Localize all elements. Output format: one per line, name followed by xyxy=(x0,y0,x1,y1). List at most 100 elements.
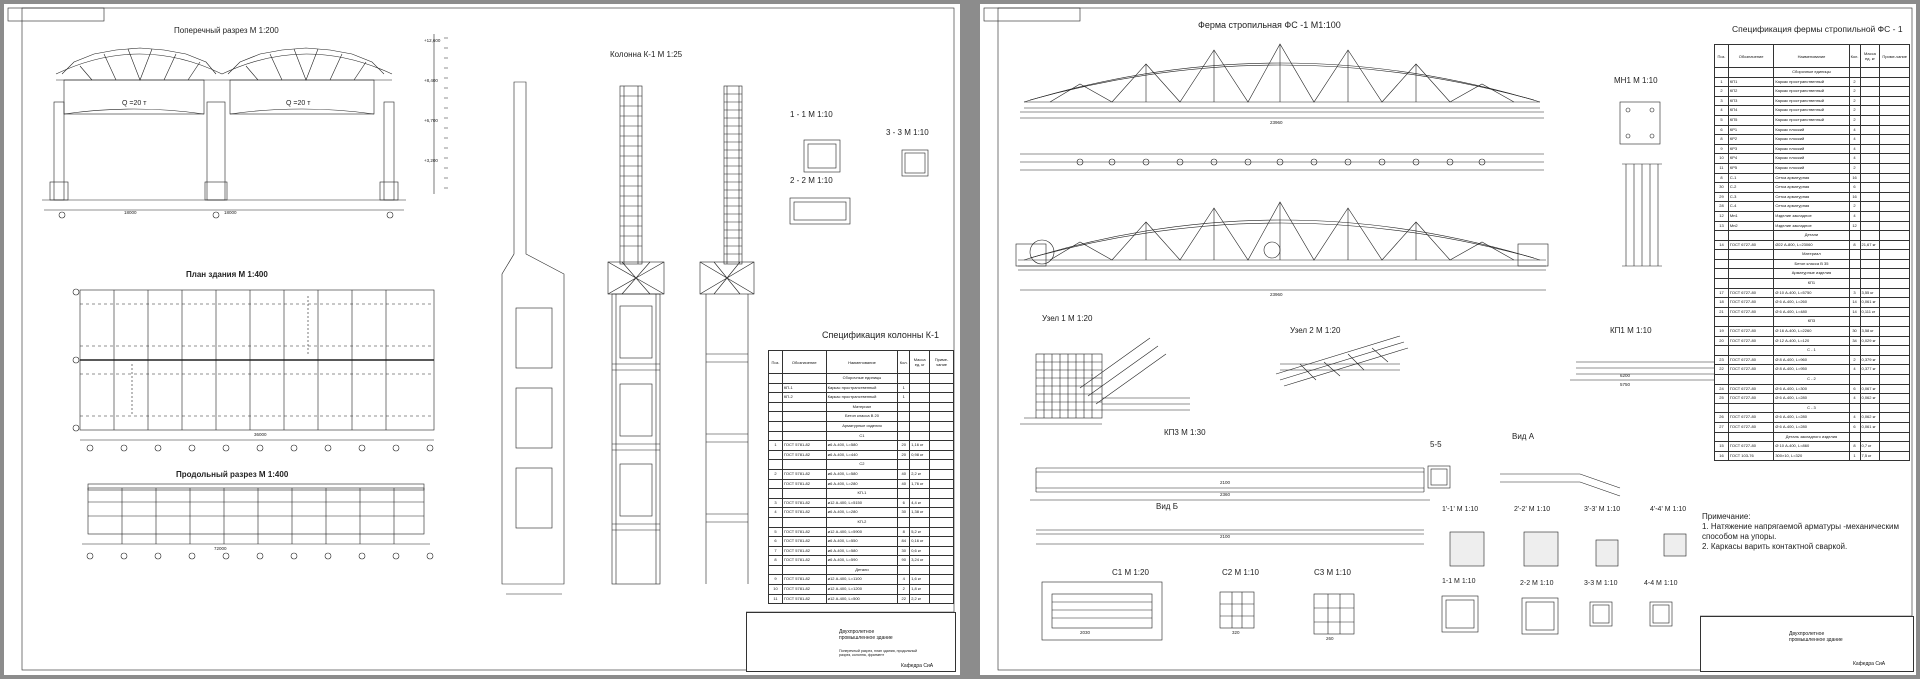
table-cell: ГОСТ 5781-82 xyxy=(781,593,827,605)
table-cell: 8 xyxy=(897,526,911,538)
table-cell xyxy=(1879,345,1910,356)
table-cell xyxy=(768,430,783,442)
table-cell: КП5 xyxy=(1727,114,1775,126)
table-cell xyxy=(1879,412,1910,423)
table-cell xyxy=(1727,230,1775,241)
table-cell: 2 xyxy=(1848,354,1861,366)
table-cell xyxy=(1714,230,1729,241)
table-cell xyxy=(1879,220,1910,232)
table-cell: 4 xyxy=(1848,143,1861,155)
table-cell xyxy=(1879,239,1910,251)
table-cell xyxy=(1859,153,1881,164)
section-4p-title: 4'-4' М 1:10 xyxy=(1650,506,1687,513)
table-cell: 20 xyxy=(897,440,911,451)
svg-text:+12,600: +12,600 xyxy=(424,38,441,43)
table-cell: 1,8 кг xyxy=(909,584,931,595)
table-cell xyxy=(1859,278,1881,289)
table-cell: Изделие закладное xyxy=(1773,220,1850,232)
table-cell: Арматурные изделия xyxy=(1773,268,1850,280)
table-cell: 5 xyxy=(768,526,783,538)
table-cell: 9 xyxy=(1714,143,1729,155)
drawing-sheet-right: 23960 23960 6200 5750 2100 2360 2100 203… xyxy=(980,4,1916,675)
table-cell: Изделие закладное xyxy=(1773,210,1850,222)
section-3-3-title: 3-3 М 1:10 xyxy=(1584,580,1618,587)
table-cell xyxy=(1727,431,1775,443)
table-cell: Каркас плоский xyxy=(1773,134,1850,145)
table-cell xyxy=(1848,374,1861,385)
table-cell xyxy=(768,382,783,394)
table-cell xyxy=(909,430,931,442)
table-cell: КР4 xyxy=(1727,153,1775,164)
table-cell: Каркас пространственный xyxy=(825,382,899,394)
table-cell: ГОСТ 6727-80 xyxy=(1727,297,1775,308)
vid-a-title: Вид А xyxy=(1512,432,1535,441)
table-cell: ГОСТ 5781-82 xyxy=(781,536,827,547)
table-cell xyxy=(1879,450,1910,462)
table-cell xyxy=(1879,95,1910,107)
table-cell xyxy=(1859,374,1881,385)
table-cell: КР3 xyxy=(1727,143,1775,155)
table-cell xyxy=(929,555,954,566)
table-cell: КП1 xyxy=(1773,278,1850,289)
table-cell xyxy=(1714,268,1729,280)
table-cell: С - 1 xyxy=(1773,345,1850,356)
table-cell xyxy=(909,488,931,499)
table-cell: 3,24 кг xyxy=(909,555,931,566)
table-cell xyxy=(1859,67,1881,78)
table-cell: ГОСТ 5781-82 xyxy=(781,478,827,490)
table-cell xyxy=(897,459,911,470)
spec-col-note: Приме-чание xyxy=(929,350,954,374)
table-cell: 4 xyxy=(1848,393,1861,404)
table-cell xyxy=(929,401,954,413)
table-cell: ГОСТ 5781-82 xyxy=(781,449,827,461)
table-cell xyxy=(1714,258,1729,270)
table-cell: 2 xyxy=(897,584,911,595)
table-cell: 12 xyxy=(1848,220,1861,232)
table-cell xyxy=(1727,374,1775,385)
svg-text:+3,200: +3,200 xyxy=(424,158,438,163)
table-cell: ГОСТ 6727-80 xyxy=(1727,287,1775,299)
table-cell: Ø 6 А-400, L=480 xyxy=(1773,306,1850,318)
table-cell: Материал xyxy=(825,401,899,413)
table-cell xyxy=(1879,354,1910,366)
table-cell xyxy=(1879,76,1910,88)
stamp-project-title-right: Двухпролетное промышленное здание xyxy=(1789,631,1843,643)
table-cell: 0,061 кг xyxy=(1859,297,1881,308)
table-cell: 4 xyxy=(1714,105,1729,116)
table-cell xyxy=(929,526,954,538)
table-cell: 90 xyxy=(897,555,911,566)
section-1-1-title: 1 - 1 М 1:10 xyxy=(790,110,833,119)
table-cell: Сетка арматурная xyxy=(1773,182,1850,193)
table-cell: 4 xyxy=(1848,210,1861,222)
table-cell: 34 xyxy=(1848,335,1861,347)
table-cell: 14 xyxy=(1848,297,1861,308)
table-cell xyxy=(897,411,911,422)
spec-header-row: Поз. Обозначение Наименование Кол. Масса… xyxy=(768,350,954,374)
table-cell: ø12 А-400, L=500 xyxy=(825,593,899,605)
table-cell: 4 xyxy=(1848,364,1861,375)
table-cell: 1 xyxy=(897,382,911,394)
table-cell: 1 xyxy=(897,392,911,403)
table-cell: 16 xyxy=(1848,191,1861,203)
svg-text:+6,700: +6,700 xyxy=(424,118,438,123)
table-cell: 1,6 кг xyxy=(909,574,931,586)
table-cell xyxy=(929,420,954,432)
title-block-left: Двухпролетное промышленное здание Попере… xyxy=(746,612,956,672)
table-cell xyxy=(1714,316,1729,328)
table-cell xyxy=(768,392,783,403)
table-cell xyxy=(1879,67,1910,78)
truss-spec-row: Сборочные единицы xyxy=(1714,67,1910,78)
table-cell xyxy=(1859,95,1881,107)
table-cell xyxy=(929,507,954,518)
table-cell: ГОСТ 6727-80 xyxy=(1727,326,1775,337)
table-cell xyxy=(909,459,931,470)
